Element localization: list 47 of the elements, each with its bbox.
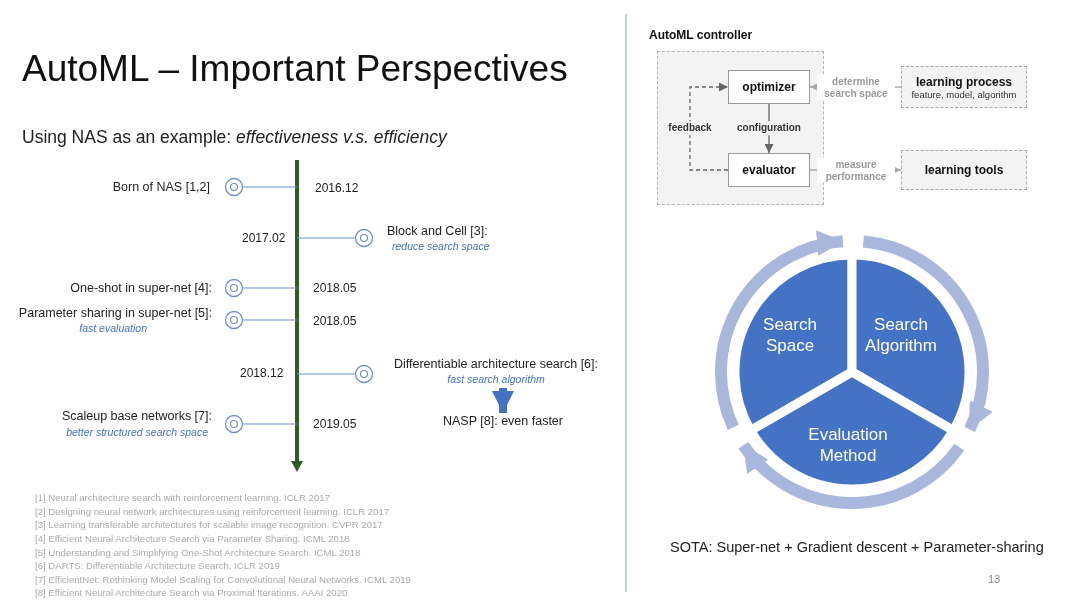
dashed-box	[901, 66, 1027, 108]
reference-text: [5] Understanding and Simplifying One-Shot Architecture Search. ICML 2018	[35, 546, 361, 559]
date-label: 2018.05	[313, 280, 357, 296]
event-note: better structured search space	[66, 425, 208, 439]
event-label: Differentiable architecture search [6]:	[393, 356, 598, 372]
subtitle: Using NAS as an example: effectiveness v.s. efficiency	[22, 126, 447, 148]
box-title: learning tools	[924, 163, 1004, 177]
edge-label: feedback	[666, 121, 714, 135]
date-label: 2018.12	[240, 365, 284, 381]
event-note: fast search algorithm	[447, 372, 545, 387]
event-note: fast evaluation	[79, 321, 147, 335]
reference-text: [8] Efficient Neural Architecture Search via Proximal Iterations. AAAI 2020	[35, 587, 348, 599]
date-label: 2017.02	[242, 230, 286, 246]
summary-text: SOTA: Super-net + Gradient descent + Parameter-sharing	[670, 539, 1044, 557]
reference-text: [6] DARTS: Differentiable Architecture Search. ICLR 2019	[35, 560, 280, 572]
page-number: 13	[988, 573, 1001, 587]
arrow	[689, 82, 729, 171]
event-label: Block and Cell [3]:	[387, 223, 488, 239]
segment-label: Search Space	[762, 314, 818, 356]
event-note: reduce search space	[392, 239, 490, 253]
date-label: 2019.05	[313, 416, 357, 432]
box-title: optimizer	[742, 80, 796, 94]
slide-title: AutoML – Important Perspectives	[22, 48, 568, 90]
reference-text: [2] Designing neural network architectures using reinforcement learning. ICLR 2017	[35, 505, 390, 518]
edge-label: measure performance	[817, 157, 895, 183]
reference-text: [7] EfficientNet: Rethinking Model Scaling for Convolutional Neural Networks. ICML 2019	[35, 573, 411, 586]
segment-label: Evaluation Method	[807, 424, 889, 466]
box-subtitle: feature, model, algorithm	[911, 88, 1017, 100]
box-title: evaluator	[742, 163, 796, 177]
edge-label: configuration	[735, 121, 803, 135]
reference-text: [4] Efficient Neural Architecture Search via Parameter Sharing. ICML 2018	[35, 533, 350, 545]
dashed-box	[901, 150, 1027, 190]
frame-heading: AutoML controller	[649, 28, 753, 42]
edge-label: determine search space	[817, 74, 895, 100]
event-label: Born of NAS [1,2]	[112, 179, 210, 195]
box-title: learning process	[915, 74, 1012, 89]
process-box	[728, 70, 810, 104]
segment-label: Search Algorithm	[864, 314, 938, 356]
event-label: Parameter sharing in super-net [5]:	[18, 305, 212, 321]
process-box	[728, 153, 810, 187]
date-label: 2018.05	[313, 313, 357, 329]
reference-text: [1] Neural architecture search with reinforcement learning. ICLR 2017	[35, 492, 330, 504]
date-label: 2016.12	[315, 180, 359, 196]
event-label: One-shot in super-net [4]:	[70, 280, 212, 296]
reference-text: [3] Learning transferable architectures for scalable image recognition. CVPR 2017	[35, 519, 383, 531]
event-label: Scaleup base networks [7]:	[61, 408, 212, 424]
event-label: NASP [8]: even faster	[443, 413, 563, 429]
